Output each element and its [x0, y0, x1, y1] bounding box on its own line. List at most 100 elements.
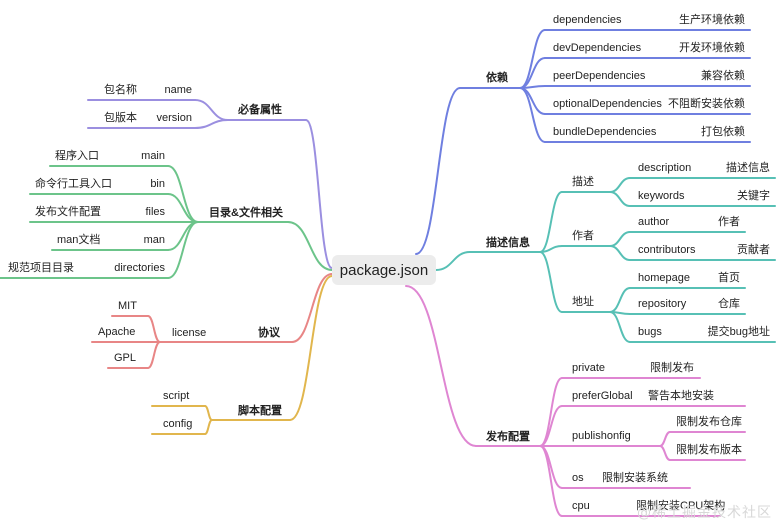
leaf-right-required[interactable]: version: [157, 112, 192, 124]
leaf-left-desc[interactable]: homepage: [638, 272, 690, 284]
leaf-left-publish[interactable]: publishonfig: [572, 430, 631, 442]
leaf-left-desc[interactable]: description: [638, 162, 691, 174]
leaf-left-desc[interactable]: repository: [638, 298, 687, 310]
edge-desc-sub: [539, 191, 563, 253]
leaf-right-dirs[interactable]: man: [144, 234, 165, 246]
edge-desc-leaf: [609, 287, 631, 313]
edge-desc-leaf: [609, 231, 631, 247]
leaf-right-desc[interactable]: 首页: [718, 270, 740, 284]
leaf-left-deps[interactable]: devDependencies: [553, 42, 642, 54]
leaf-left-publish[interactable]: preferGlobal: [572, 390, 633, 402]
sub-label-desc[interactable]: 地址: [572, 294, 594, 308]
edge-required-leaf: [194, 99, 229, 121]
leaf-right-publish[interactable]: 限制安装系统: [602, 470, 668, 484]
leaf-right-dirs[interactable]: files: [145, 206, 165, 218]
edge-license-leaf: [147, 315, 161, 343]
leaf-left-license[interactable]: GPL: [114, 352, 136, 364]
leaf-right-publish[interactable]: 限制发布: [650, 360, 694, 374]
leaf-left-publish[interactable]: private: [572, 362, 605, 374]
leaf-left-dirs[interactable]: 发布文件配置: [35, 204, 101, 218]
edge-deps-leaf: [519, 87, 546, 115]
edge-dirs-leaf: [167, 193, 199, 223]
leaf-right-deps[interactable]: 生产环境依赖: [679, 12, 745, 26]
leaf-right-dirs[interactable]: bin: [150, 178, 165, 190]
leaf-right-desc[interactable]: 作者: [718, 215, 740, 228]
edge-desc-leaf: [609, 191, 631, 207]
leaf-right-required[interactable]: name: [164, 84, 192, 96]
edge-desc-leaf: [609, 311, 631, 343]
edge-deps: [415, 87, 461, 255]
center-node[interactable]: package.json: [332, 255, 436, 285]
leaf-right-desc[interactable]: 提交bug地址: [708, 324, 770, 338]
leaf-right-desc[interactable]: 关键字: [737, 188, 770, 202]
edge-publish-leaf: [539, 445, 563, 517]
edge-desc-sub: [539, 251, 563, 313]
edge-publish: [405, 285, 477, 447]
leaf-right-deps[interactable]: 开发环境依赖: [679, 40, 745, 54]
edge-required-leaf: [194, 119, 229, 129]
leaf-left-dirs[interactable]: 规范项目目录: [8, 260, 74, 274]
edge-publish-leaf: [539, 405, 563, 447]
leaf-left-required[interactable]: 包版本: [104, 110, 137, 124]
leaf-right-publish[interactable]: 限制发布仓库: [676, 414, 742, 428]
leaf-right-dirs[interactable]: directories: [114, 262, 165, 274]
leaf-right-deps[interactable]: 兼容依赖: [701, 68, 745, 82]
edge-desc: [435, 251, 471, 271]
sub-label-desc[interactable]: 作者: [572, 229, 594, 242]
leaf-left-desc[interactable]: contributors: [638, 244, 696, 256]
group-label-dirs[interactable]: 目录&文件相关: [209, 205, 283, 219]
leaf-right-publish[interactable]: 限制安装CPU架构: [636, 498, 725, 512]
watermark: @稀土掘金技术社区: [637, 505, 772, 521]
leaf-left-required[interactable]: 包名称: [104, 82, 137, 96]
group-label-publish[interactable]: 发布配置: [485, 429, 530, 443]
group-label-license[interactable]: 协议: [258, 325, 281, 339]
leaf-left-desc[interactable]: author: [638, 216, 670, 228]
leaf-right-publish[interactable]: 警告本地安装: [648, 388, 714, 402]
edge-publish-leaf: [539, 377, 563, 447]
leaf-left-dirs[interactable]: 命令行工具入口: [35, 176, 112, 190]
edge-dirs: [287, 221, 333, 271]
edge-desc-leaf: [609, 245, 631, 261]
leaf-right-dirs[interactable]: main: [141, 150, 165, 162]
leaf-left-dirs[interactable]: man文档: [57, 232, 100, 246]
leaf-right-desc[interactable]: 描述信息: [726, 160, 770, 174]
edge-scripts: [289, 275, 333, 421]
leaf-right-deps[interactable]: 打包依赖: [701, 124, 745, 138]
edge-desc-leaf: [609, 177, 631, 193]
sub-label-desc[interactable]: 描述: [572, 174, 594, 188]
edge-required: [305, 119, 333, 269]
edge-deps-leaf: [519, 87, 546, 143]
leaf-left-publish[interactable]: cpu: [572, 500, 590, 512]
leaf-left-desc[interactable]: keywords: [638, 190, 685, 202]
leaf-left-dirs[interactable]: 程序入口: [55, 148, 99, 162]
leaf-right-desc[interactable]: 仓库: [718, 296, 740, 310]
leaf-left-deps[interactable]: bundleDependencies: [553, 126, 657, 138]
edge-dirs-leaf: [167, 221, 199, 251]
leaf-left-desc[interactable]: bugs: [638, 326, 662, 338]
group-label-deps[interactable]: 依赖: [486, 70, 508, 84]
leaf-right-publish[interactable]: 限制发布版本: [676, 442, 742, 456]
leaf-left-license[interactable]: MIT: [118, 300, 137, 312]
group-label-required[interactable]: 必备属性: [237, 102, 282, 116]
leaf-left-license[interactable]: Apache: [98, 326, 135, 338]
leaf-left-scripts[interactable]: config: [163, 418, 192, 430]
group-label-scripts[interactable]: 脚本配置: [238, 403, 282, 417]
edge-publish-value: [659, 431, 671, 447]
leaf-right-desc[interactable]: 贡献者: [737, 242, 770, 256]
edge-dirs-leaf: [167, 221, 199, 279]
leaf-left-scripts[interactable]: script: [163, 390, 189, 402]
leaf-left-deps[interactable]: optionalDependencies: [553, 98, 662, 110]
edge-license-leaf: [147, 341, 161, 369]
edge-license: [291, 273, 333, 343]
edge-publish-value: [659, 445, 671, 461]
leaf-left-publish[interactable]: os: [572, 472, 584, 484]
group-label-desc[interactable]: 描述信息: [486, 235, 530, 249]
leaf-left-deps[interactable]: peerDependencies: [553, 70, 646, 82]
group-mid-license[interactable]: license: [172, 327, 206, 339]
edge-scripts-leaf: [204, 419, 213, 435]
leaf-left-deps[interactable]: dependencies: [553, 14, 622, 26]
edge-scripts-leaf: [204, 405, 213, 421]
leaf-right-deps[interactable]: 不阻断安装依赖: [668, 96, 745, 110]
